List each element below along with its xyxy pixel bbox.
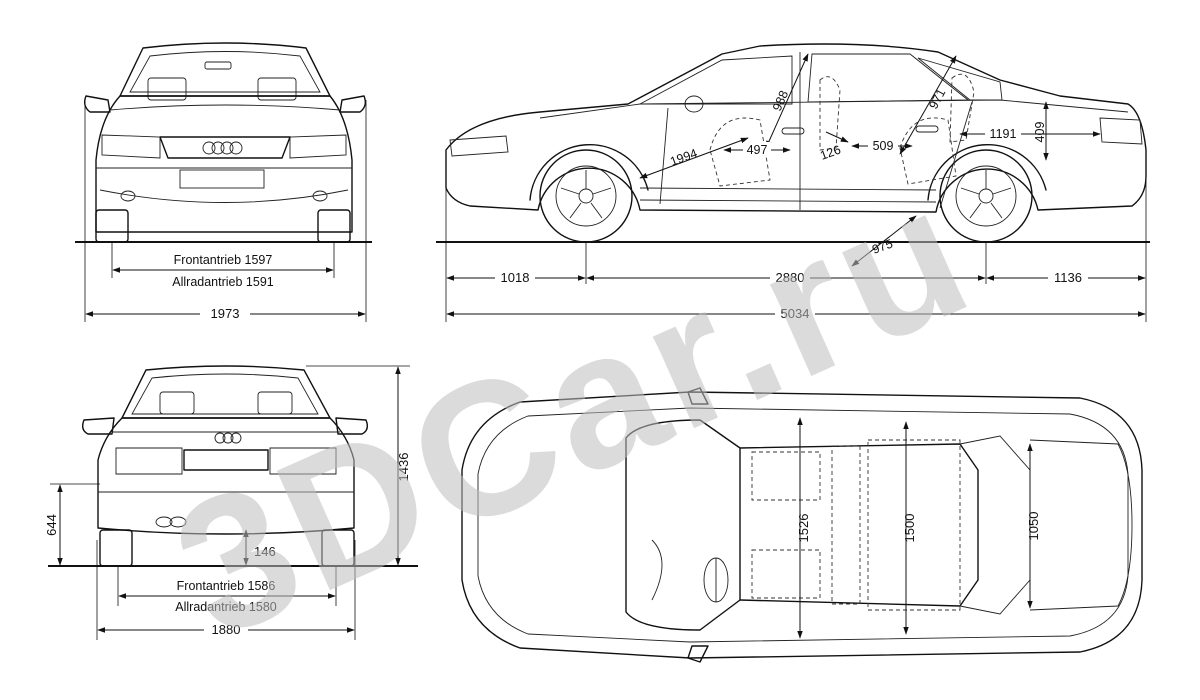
dim-509-label: 509 [873, 139, 894, 153]
front-width-label: 1973 [211, 306, 240, 321]
top-view-car-outline [461, 387, 1143, 663]
dim-497-label: 497 [747, 143, 768, 157]
front-track-fwd-label: Frontantrieb 1597 [174, 253, 273, 267]
dim-1994-label: 1994 [668, 146, 699, 169]
rear-view-car-outline [81, 365, 369, 567]
rear-view: 1436 644 146 Frontantrieb 1586 Allradant… [44, 365, 418, 640]
length-label: 5034 [781, 306, 810, 321]
dim-409-label: 409 [1033, 122, 1047, 143]
front-view-car-outline [83, 42, 367, 243]
rear-track-awd-label: Allradantrieb 1580 [175, 600, 277, 614]
dim-126-label: 126 [818, 143, 842, 163]
dim-644-label: 644 [44, 514, 59, 536]
dim-1500-label: 1500 [902, 514, 917, 543]
rear-overhang-label: 1136 [1054, 270, 1082, 285]
dim-975-label: 975 [870, 237, 894, 257]
side-view: 1994 988 497 126 509 971 1191 409 975 10… [436, 43, 1150, 322]
dim-1050-label: 1050 [1026, 512, 1041, 541]
dim-1526-label: 1526 [796, 514, 811, 543]
rear-width-label: 1880 [212, 622, 241, 637]
dim-1191-label: 1191 [990, 127, 1017, 141]
front-overhang-label: 1018 [501, 270, 530, 285]
rear-track-fwd-label: Frontantrieb 1586 [177, 579, 276, 593]
front-view: Frontantrieb 1597 Allradantrieb 1591 197… [75, 42, 372, 322]
dim-988-label: 988 [770, 88, 791, 113]
height-label: 1436 [396, 453, 411, 482]
front-track-awd-label: Allradantrieb 1591 [172, 275, 274, 289]
wheelbase-label: 2880 [776, 270, 805, 285]
dim-971-label: 971 [926, 86, 948, 111]
dim-146-label: 146 [254, 544, 276, 559]
top-view: 1526 1500 1050 [461, 387, 1143, 663]
